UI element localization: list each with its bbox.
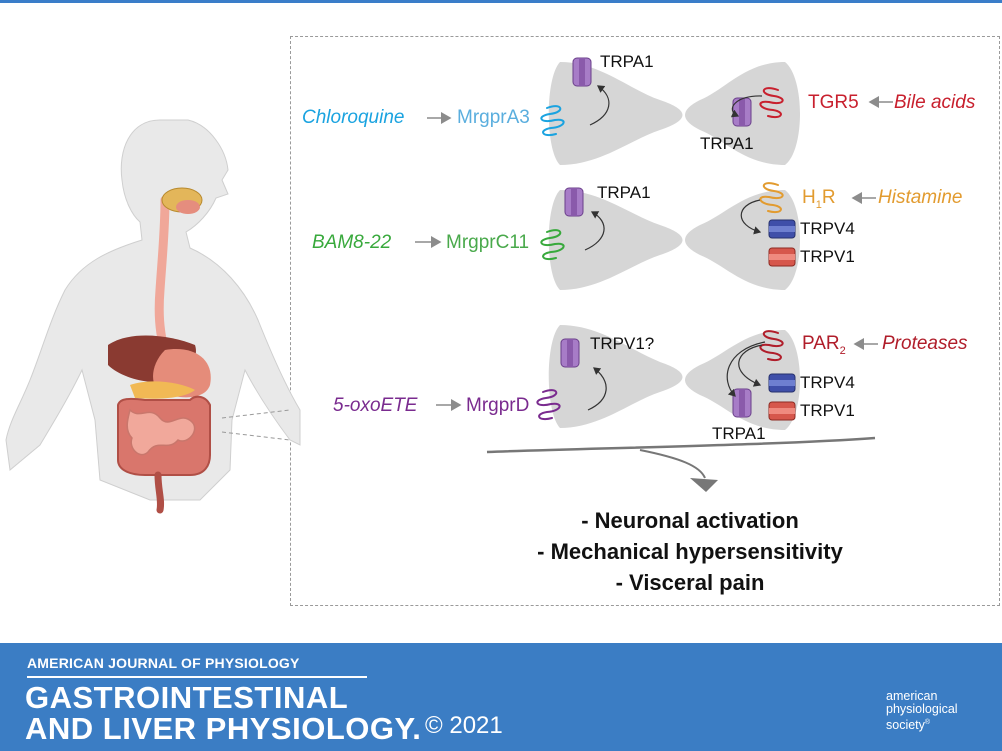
convergence-arrowhead-icon (690, 478, 718, 492)
ion-channel-icon (768, 401, 796, 421)
ion-channel-icon (572, 57, 592, 87)
gpcr-receptor-icon (540, 229, 565, 261)
curved-arrow-icon (738, 344, 763, 387)
convergence-arrow (486, 436, 876, 454)
channel-label-trpv4: TRPV4 (800, 373, 855, 392)
esophagus (154, 195, 170, 350)
outcome-visceral-pain: - Visceral pain (615, 570, 765, 595)
gpcr-receptor-icon (759, 87, 784, 119)
ion-channel-icon (732, 388, 752, 418)
ligand-label-proteases: Proteases (882, 333, 968, 354)
journal-name: AMERICAN JOURNAL OF PHYSIOLOGY (27, 655, 300, 671)
curved-arrow-icon (730, 95, 763, 118)
journal-title-line1: GASTROINTESTINAL (25, 680, 349, 715)
channel-label-trpa1: TRPA1 (597, 183, 651, 202)
gpcr-receptor-icon (759, 182, 784, 214)
society-name-line: society® (886, 718, 931, 733)
gpcr-receptor-icon (536, 389, 561, 421)
receptor-label-tgr5: TGR5 (808, 92, 859, 113)
gpcr-receptor-icon (540, 105, 565, 137)
receptor-label-mrgprc11: MrgprC11 (446, 232, 530, 253)
curved-arrow-icon (589, 85, 610, 126)
society-name-line: american (886, 689, 938, 703)
outcome-mechanical-hypersensitivity: - Mechanical hypersensitivity (537, 539, 843, 564)
receptor-label-mrgprd: MrgprD (466, 395, 530, 416)
body-silhouette (5, 119, 301, 501)
mechanism-panel-border (290, 36, 1000, 606)
receptor-label-mrgpra3: MrgprA3 (457, 107, 530, 128)
ligand-label-bam8-22: BAM8-22 (312, 232, 392, 253)
channel-label-trpv1: TRPV1 (800, 401, 855, 420)
rectum (154, 471, 165, 514)
neuron-terminal-shape (548, 62, 683, 165)
pointer-line-bottom (221, 431, 291, 441)
human-gi-tract-illustration (5, 119, 301, 514)
ligand-arrows (415, 96, 893, 411)
small-intestine (126, 408, 196, 456)
ligand-label-5-oxoete: 5-oxoETE (333, 395, 418, 416)
ion-channel-icon (560, 338, 580, 368)
neuron-terminal-shape (548, 325, 683, 428)
channel-label-trpv1: TRPV1 (800, 247, 855, 266)
channel-label-trpa1: TRPA1 (712, 424, 766, 443)
neuron-terminal-shape (685, 190, 800, 290)
journal-footer-banner (0, 643, 1002, 751)
neuron-terminals (548, 62, 800, 430)
outcome-neuronal-activation: - Neuronal activation (581, 508, 799, 533)
signal-arrows (584, 85, 766, 411)
channel-label-trpa1: TRPA1 (700, 134, 754, 153)
curved-arrow-icon (584, 211, 605, 251)
ligand-label-histamine: Histamine (878, 187, 963, 208)
channel-label-trpv4: TRPV4 (800, 219, 855, 238)
footer-divider (27, 676, 367, 678)
ion-channel-icon (768, 247, 796, 267)
convergence-stem (639, 449, 706, 479)
copyright-notice: © 2021 (425, 712, 503, 739)
pointer-line-top (221, 409, 291, 419)
oral-cavity (176, 200, 200, 214)
curved-arrow-icon (726, 341, 766, 397)
ligand-label-chloroquine: Chloroquine (302, 107, 405, 128)
ion-channel-icon (564, 187, 584, 217)
receptor-label-par2: PAR2 (802, 333, 846, 357)
society-name-line: physiological (886, 702, 958, 716)
ion-channel-icon (768, 219, 796, 239)
receptor-label-h1r: H1R (802, 187, 836, 211)
channel-label-trpv1-question: TRPV1? (590, 334, 655, 353)
ligand-label-bile-acids: Bile acids (894, 92, 976, 113)
ion-channel-icon (768, 373, 796, 393)
journal-title-line2: AND LIVER PHYSIOLOGY. (25, 711, 422, 746)
curved-arrow-icon (587, 367, 607, 411)
top-rule (0, 0, 1002, 3)
gpcr-receptors (536, 87, 784, 421)
pancreas (130, 381, 195, 399)
society-name: american physiological society® (886, 690, 958, 732)
curved-arrow-icon (740, 199, 762, 235)
channel-label-trpa1: TRPA1 (600, 52, 654, 71)
gpcr-receptor-icon (759, 330, 784, 362)
